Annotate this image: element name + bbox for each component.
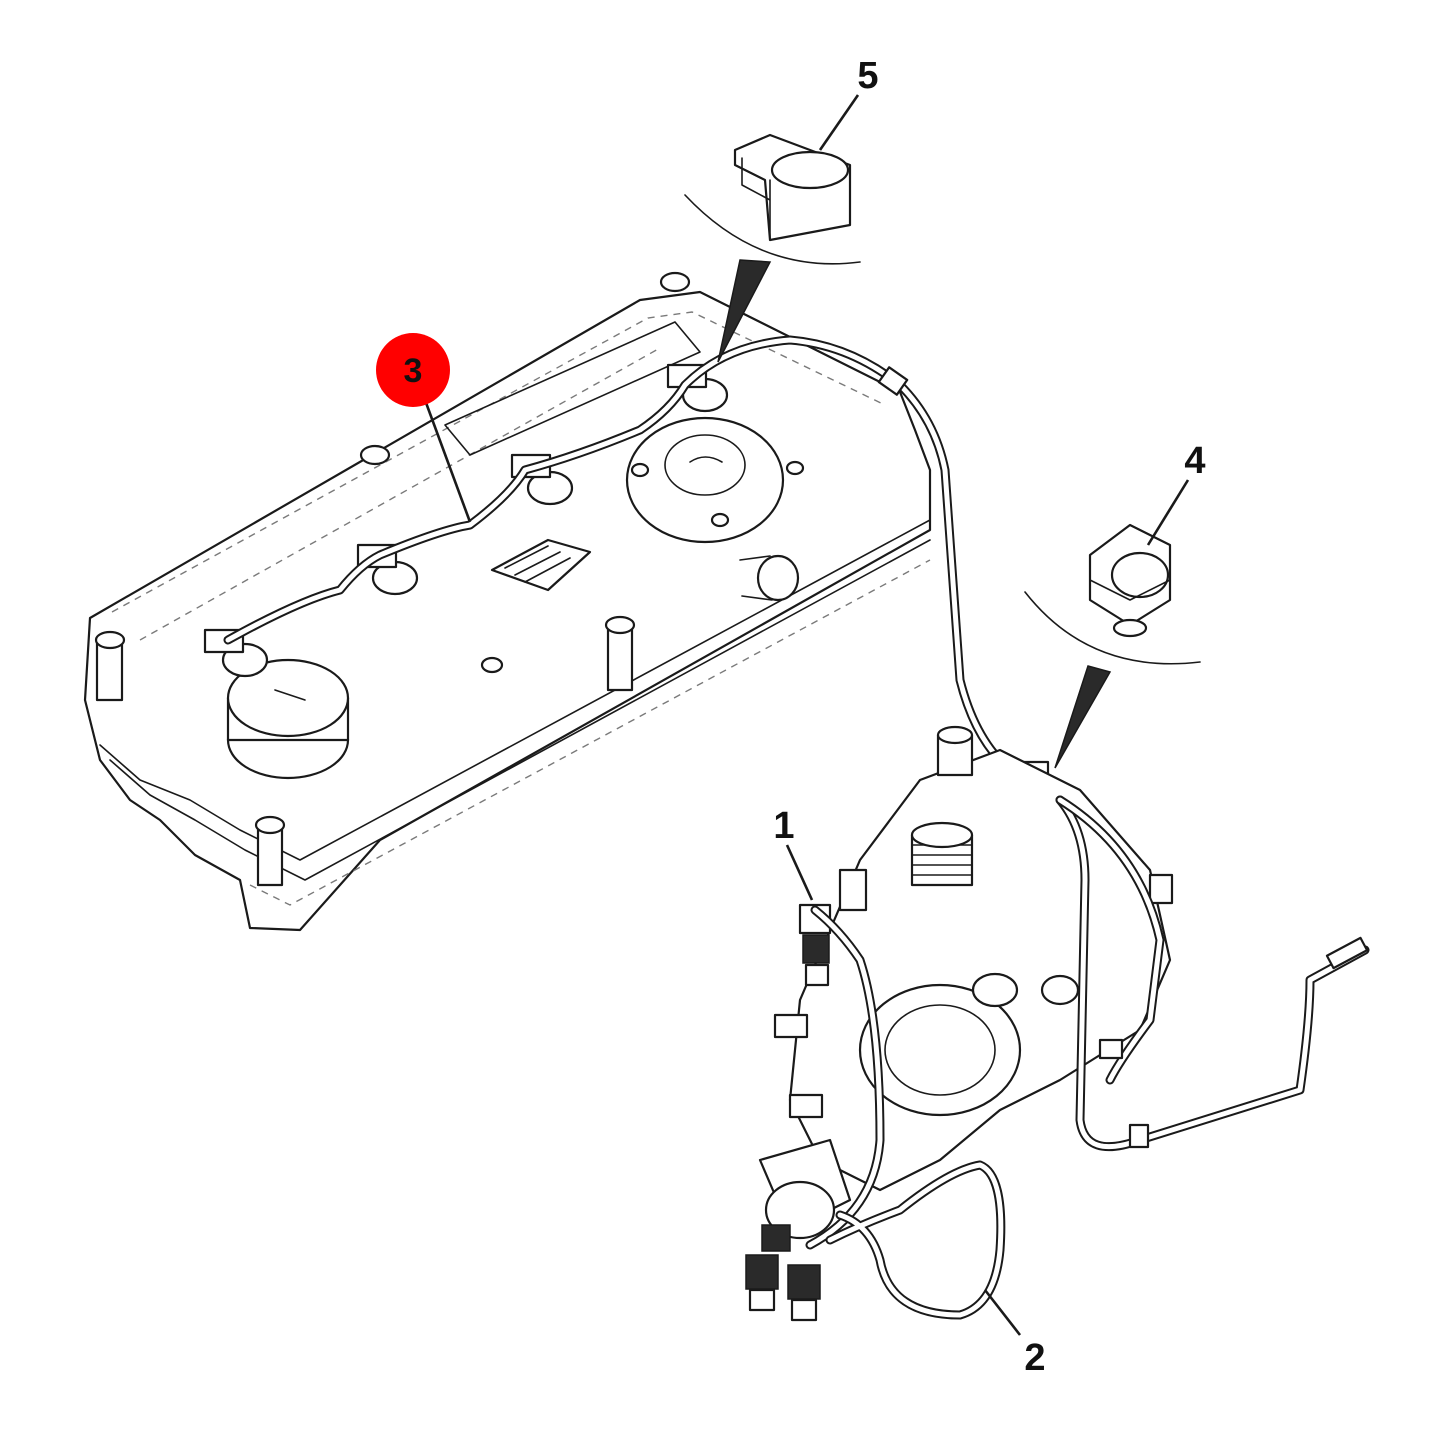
valve-cover — [83, 271, 932, 932]
solenoid — [910, 821, 974, 887]
clip-4 — [1088, 523, 1172, 638]
lower-connectors — [745, 1224, 821, 1322]
speed-sensor-connector — [798, 868, 868, 987]
clip-detail-5 — [684, 133, 861, 363]
clip-detail-4 — [1024, 523, 1201, 769]
callout-3-label: 3 — [404, 352, 423, 390]
callout-2: 2 — [983, 1289, 1046, 1379]
bolt-studs — [94, 271, 805, 887]
callout-1: 1 — [773, 805, 814, 901]
callout-3: 3 — [376, 333, 472, 523]
callout-4-label: 4 — [1184, 440, 1205, 482]
fuel-injection-pump — [745, 725, 1370, 1322]
callout-1-label: 1 — [773, 805, 794, 847]
callout-4: 4 — [1146, 440, 1206, 546]
callout-2-label: 2 — [1024, 1337, 1045, 1379]
clip-5 — [733, 133, 852, 242]
oil-filler-cap — [226, 658, 350, 780]
callout-5: 5 — [818, 55, 879, 151]
callout-3-highlight-circle — [376, 333, 450, 407]
callout-5-label: 5 — [857, 55, 878, 97]
